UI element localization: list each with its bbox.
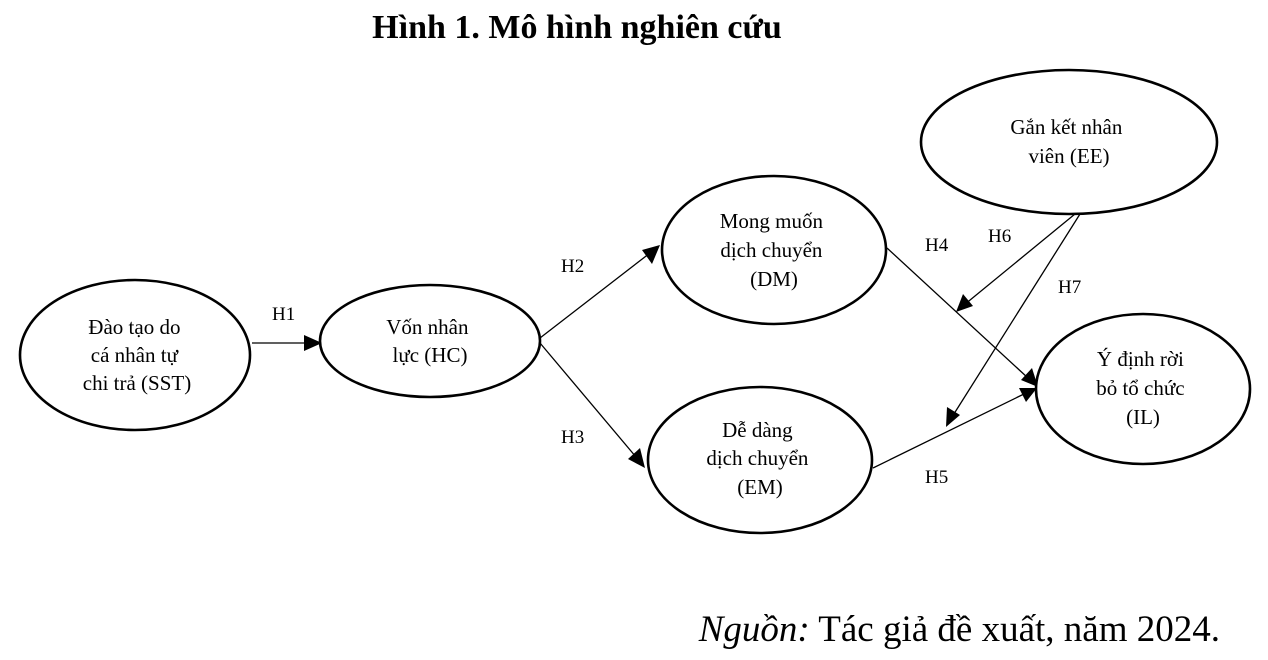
edge-h2 (539, 245, 660, 339)
node-il-line-2: bỏ tổ chức (1096, 376, 1184, 400)
node-em-line-2: dịch chuyển (706, 446, 809, 470)
node-il-line-1: Ý định rời (1097, 347, 1184, 371)
source-label: Nguồn: (698, 609, 810, 650)
edge-h5 (872, 388, 1037, 469)
node-hc: Vốn nhân lực (HC) (318, 283, 542, 399)
node-dm-line-3: (DM) (750, 267, 798, 291)
edge-h6 (956, 213, 1076, 312)
edge-label-h1: H1 (272, 304, 295, 325)
node-ee-line-2: viên (EE) (1028, 144, 1109, 168)
node-dm-line-2: dịch chuyển (720, 238, 823, 262)
svg-text:Dễ dàng dịch chuyển: Dễ dàng dịch chuyển (EM) (706, 418, 813, 499)
edge-h4 (886, 247, 1038, 387)
node-em: Dễ dàng dịch chuyển (EM) (646, 385, 874, 535)
node-sst-line-1: Đào tạo do (88, 315, 180, 339)
node-ee-line-1: Gắn kết nhân (1010, 115, 1122, 139)
edge-label-h7: H7 (1058, 277, 1081, 298)
edge-label-h3: H3 (561, 427, 584, 448)
edge-label-h6: H6 (988, 226, 1011, 247)
edge-label-h2: H2 (561, 256, 584, 277)
svg-text:Vốn nhân lực (HC): Vốn nhân lực (HC) (386, 315, 474, 367)
node-ee: Gắn kết nhân viên (EE) (919, 68, 1219, 216)
edge-h7 (946, 213, 1081, 427)
figure-source: Nguồn: Tác giả đề xuất, năm 2024. (699, 606, 1220, 654)
node-hc-line-2: lực (HC) (393, 343, 468, 367)
node-hc-line-1: Vốn nhân (386, 315, 469, 339)
node-sst-line-3: chi trả (SST) (83, 371, 191, 395)
node-em-line-1: Dễ dàng (722, 418, 793, 442)
node-sst-line-2: cá nhân tự (91, 343, 179, 367)
node-sst: Đào tạo do cá nhân tự chi trả (SST) (18, 278, 252, 432)
svg-text:Mong muốn dịch chuyển: Mong muốn dịch chuyển (DM) (720, 209, 829, 291)
node-il: Ý định rời bỏ tổ chức (IL) (1034, 312, 1252, 466)
edge-h1 (252, 335, 322, 351)
edge-label-h5: H5 (925, 467, 948, 488)
node-dm: Mong muốn dịch chuyển (DM) (660, 174, 888, 326)
edge-label-h4: H4 (925, 235, 949, 256)
edge-h3 (539, 342, 645, 468)
figure-title: Hình 1. Mô hình nghiên cứu (372, 9, 782, 46)
node-il-line-3: (IL) (1126, 405, 1160, 429)
svg-text:Đào tạo do cá nhân tự: Đào tạo do cá nhân tự chi trả (SST) (83, 315, 191, 395)
svg-text:Gắn kết nhân viên (EE): Gắn kết nhân viên (EE) (1010, 115, 1127, 168)
node-em-line-3: (EM) (737, 475, 783, 499)
node-dm-line-1: Mong muốn (720, 209, 824, 233)
svg-text:Ý định rời bỏ tổ chức: Ý định rời bỏ tổ chức (IL) (1096, 347, 1190, 429)
source-text: Tác giả đề xuất, năm 2024. (809, 609, 1220, 650)
